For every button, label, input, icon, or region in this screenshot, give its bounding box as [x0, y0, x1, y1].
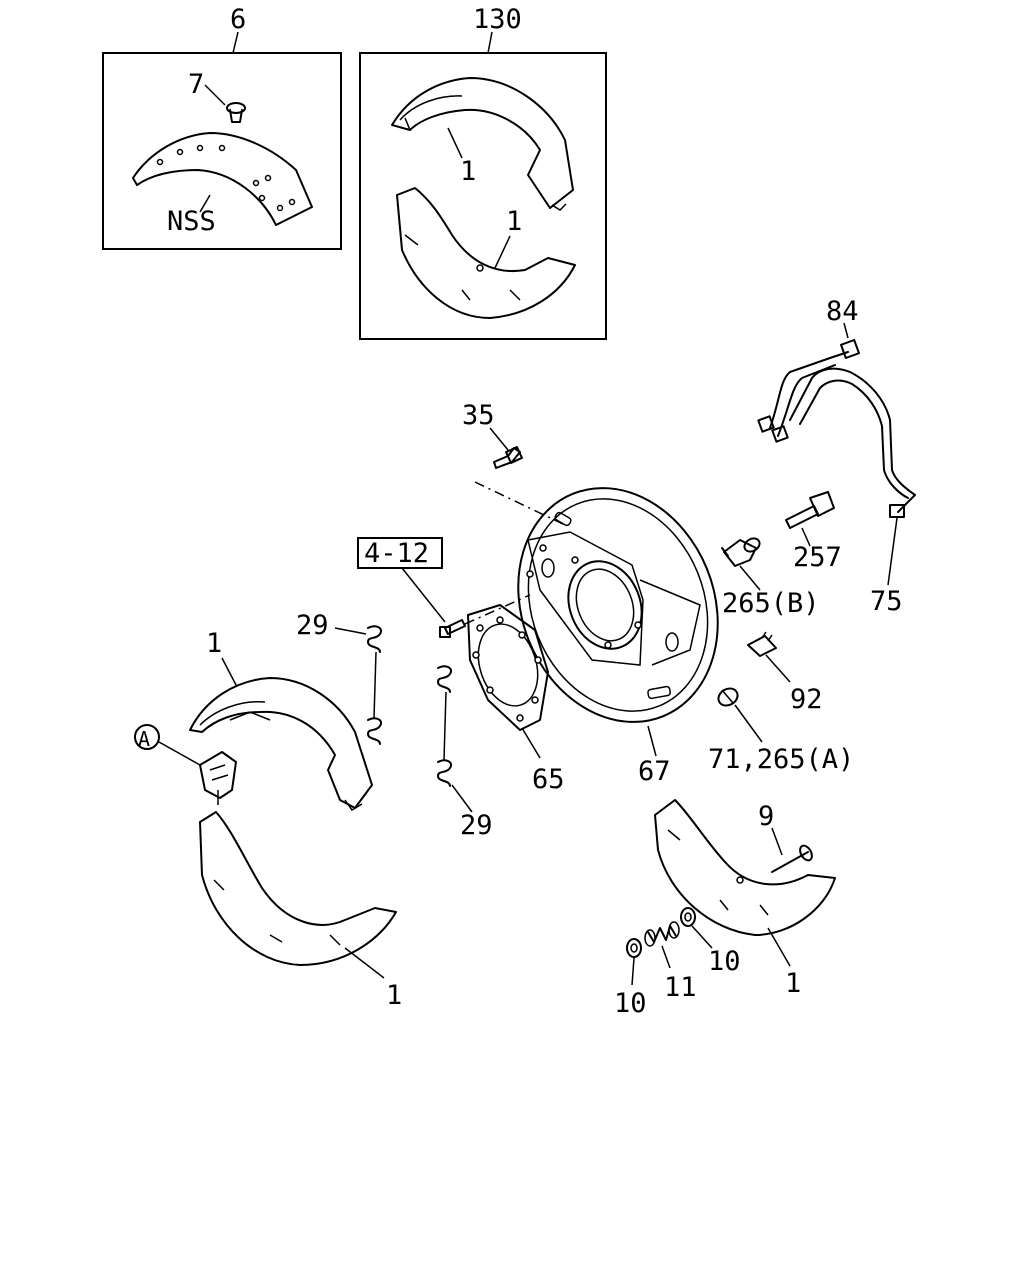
bolt-35-part: [493, 446, 523, 469]
return-spring-lower: [437, 665, 452, 787]
callout-ref-4-12[interactable]: 4-12: [364, 538, 429, 569]
reference-4-12: 4-12: [357, 537, 443, 569]
callout-29-bottom: 29: [460, 810, 493, 841]
hold-down-pin: [771, 844, 813, 873]
callout-nss: NSS: [167, 206, 216, 237]
fitting-265b-part: [721, 537, 761, 567]
callout-11: 11: [664, 972, 697, 1003]
callout-84: 84: [826, 296, 859, 327]
hold-down-spring: [644, 921, 680, 947]
callout-a: A: [138, 727, 150, 751]
brake-shoe-left-lower: [199, 811, 397, 966]
callout-75: 75: [870, 586, 903, 617]
lining-kit-box: 6 7 NSS: [102, 4, 342, 250]
brake-pipe-assembly: [757, 339, 916, 518]
callout-1-kit-top: 1: [460, 156, 476, 187]
brake-shoe-right: [654, 799, 836, 936]
bolt-4-12-part: [439, 619, 466, 638]
return-spring-upper: [367, 625, 382, 745]
callout-65: 65: [532, 764, 565, 795]
callout-71-265a: 71,265(A): [708, 744, 854, 775]
brake-shoe-kit-lower: [396, 187, 576, 319]
rivet-part: [204, 84, 246, 123]
washer-10-left: [626, 938, 642, 958]
callout-1-kit-bottom: 1: [506, 206, 522, 237]
clip-92-part: [747, 631, 777, 657]
plug-71-265a-part: [717, 687, 739, 707]
callout-1-right: 1: [785, 968, 801, 999]
callout-67: 67: [638, 756, 671, 787]
callout-35: 35: [462, 400, 495, 431]
callout-92: 92: [790, 684, 823, 715]
callout-9: 9: [758, 801, 774, 832]
brake-shoe-kit-upper: [391, 77, 574, 211]
callout-29-top: 29: [296, 610, 329, 641]
washer-10-right: [680, 907, 696, 927]
callout-1-left-bottom: 1: [386, 980, 402, 1011]
callout-7: 7: [188, 69, 204, 100]
gasket-part: [467, 604, 549, 731]
backing-plate-part: [517, 487, 719, 723]
shoe-kit-box: 130 1 1: [359, 4, 607, 340]
adjuster-a-part: [199, 751, 237, 805]
callout-1-left-top: 1: [206, 628, 222, 659]
callout-10-right: 10: [708, 946, 741, 977]
callout-10-left: 10: [614, 988, 647, 1019]
brake-shoe-left-upper: [189, 677, 373, 812]
callout-6: 6: [230, 4, 246, 35]
callout-265b: 265(B): [722, 588, 820, 619]
brake-lining-part: [132, 132, 313, 226]
callout-130: 130: [473, 4, 522, 35]
stud-257-part: [785, 491, 835, 529]
callout-257: 257: [793, 542, 842, 573]
